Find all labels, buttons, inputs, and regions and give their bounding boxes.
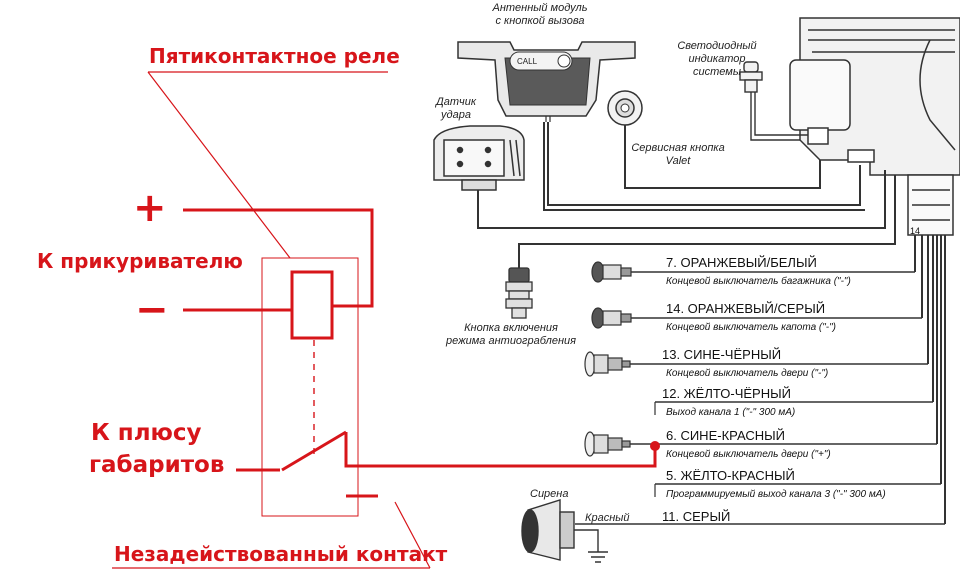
wire-5-desc: Программируемый выход канала 3 ("-" 300 … [666,489,886,500]
antihijack-button-label: Кнопка включения режима антиограбления [445,322,577,347]
siren-wire-label: Красный [585,512,630,524]
wire-6-desc: Концевой выключатель двери ("+") [666,449,831,460]
wire-13-name: 13. СИНЕ-ЧЁРНЫЙ [662,347,782,362]
switch-trunk-drawing [591,261,632,283]
wire-6-name: 6. СИНЕ-КРАСНЫЙ [666,428,785,443]
minus-symbol: − [135,287,169,333]
wire-5-name: 5. ЖЁЛТО-КРАСНЫЙ [666,468,795,483]
switch-door-plus-drawing [584,431,631,457]
connector-block [907,174,954,236]
shock-sensor-drawing [433,125,525,191]
shock-sensor-label: Датчик удара [435,96,477,121]
led-drawing [739,61,808,141]
switch-door-minus-drawing [584,351,631,377]
antihijack-button-drawing [505,267,533,319]
antenna-module-drawing [457,41,636,122]
relay-title: Пятиконтактное реле [149,44,400,68]
valet-button-drawing [607,90,643,126]
title-leader [147,71,388,259]
wire-12-name: 12. ЖЁЛТО-ЧЁРНЫЙ [662,386,791,401]
clearance-label-line2: габаритов [89,452,225,478]
wire-12-desc: Выход канала 1 ("-" 300 мА) [666,407,796,418]
siren-drawing [521,499,608,563]
wire-14-desc: Концевой выключатель капота ("-") [666,322,837,333]
siren-title: Сирена [530,488,569,500]
alarm-unit [789,17,960,176]
call-button-text: CALL [517,57,538,66]
wire-13-desc: Концевой выключатель двери ("-") [666,368,829,379]
wire-7-desc: Концевой выключатель багажника ("-") [666,276,851,287]
connector-pin-label: 14 [910,226,921,236]
lighter-label: К прикуривателю [37,249,243,273]
switch-hood-drawing [591,307,632,329]
relay-housing [261,257,359,517]
valet-button-label: Сервисная кнопка Valet [631,142,725,167]
unused-contact-label: Незадействованный контакт [114,542,448,566]
relay-schematic [183,208,657,498]
connection-node [650,441,660,451]
led-indicator-label: Светодиодный индикатор системы [677,40,757,78]
unused-leader [112,501,431,569]
wire-14-name: 14. ОРАНЖЕВЫЙ/СЕРЫЙ [666,301,826,316]
clearance-label-line1: К плюсу [91,420,202,446]
wire-7-name: 7. ОРАНЖЕВЫЙ/БЕЛЫЙ [666,255,817,270]
antenna-module-label: Антенный модуль с кнопкой вызова [492,2,588,27]
wire-11-name: 11. СЕРЫЙ [662,509,731,524]
harness-wires [477,122,946,524]
plus-symbol: + [133,185,167,231]
